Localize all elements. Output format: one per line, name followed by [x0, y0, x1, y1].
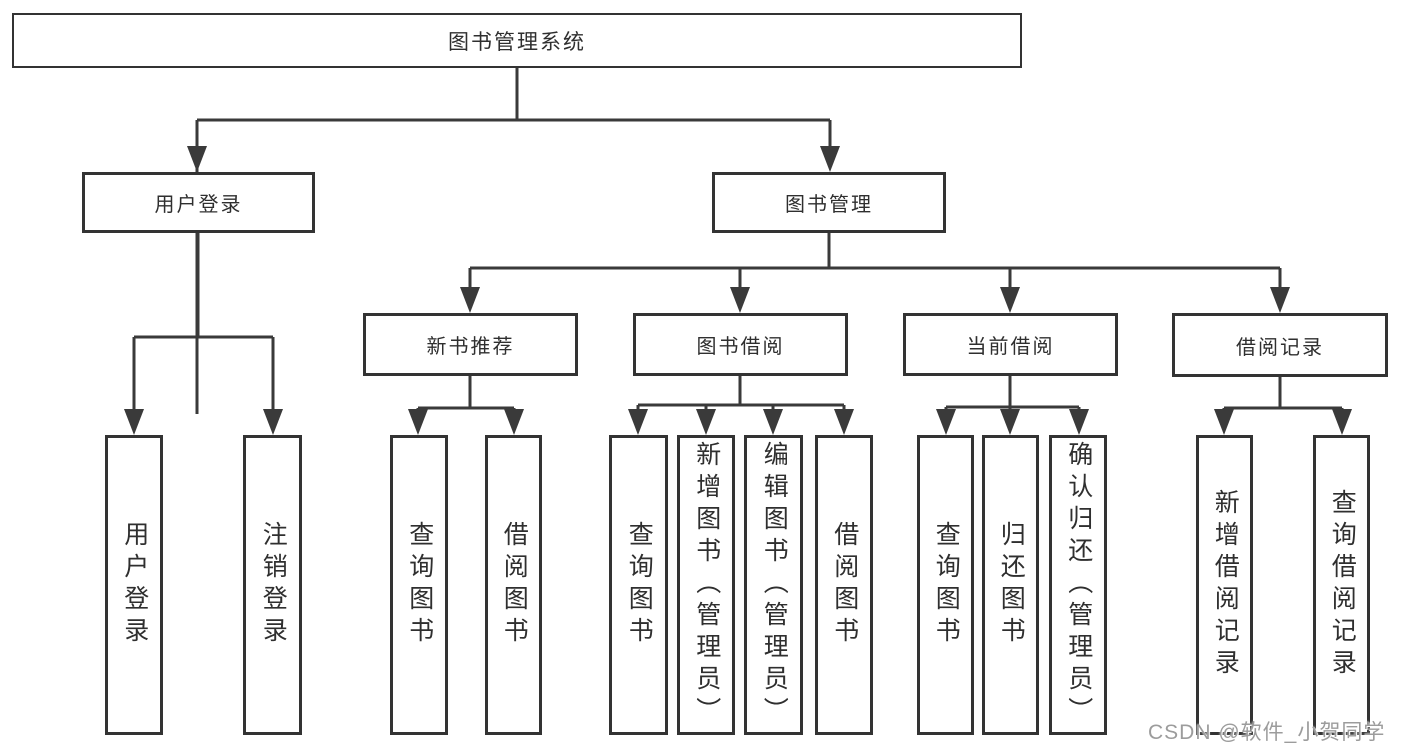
node-root: 图书管理系统 — [12, 13, 1022, 68]
leaf-query-borrow-record: 查询借阅记录 — [1313, 435, 1370, 735]
leaf-borrow-books-1-label: 借阅图书 — [500, 521, 529, 649]
edge-current-trunk — [944, 376, 1081, 414]
edge-root-left-right — [195, 120, 832, 150]
leaf-return-books-label: 归还图书 — [997, 521, 1026, 649]
leaf-return-books: 归还图书 — [982, 435, 1039, 735]
node-root-label: 图书管理系统 — [448, 30, 586, 54]
node-book-management-label: 图书管理 — [785, 194, 873, 216]
leaf-logout-label: 注销登录 — [259, 521, 288, 649]
edge-newbook-trunk — [416, 376, 516, 414]
node-book-management: 图书管理 — [712, 172, 946, 233]
leaf-user-login: 用户登录 — [105, 435, 163, 735]
leaf-logout: 注销登录 — [243, 435, 302, 735]
edge-mgmt-trunk — [468, 233, 1282, 292]
leaf-query-books-3-label: 查询图书 — [932, 521, 961, 649]
leaf-add-borrow-record: 新增借阅记录 — [1196, 435, 1253, 735]
node-borrow-record-label: 借阅记录 — [1236, 336, 1324, 359]
leaf-query-borrow-record-label: 查询借阅记录 — [1328, 489, 1357, 681]
leaf-user-login-label: 用户登录 — [120, 521, 149, 649]
leaf-add-borrow-record-label: 新增借阅记录 — [1211, 489, 1240, 681]
leaf-edit-books-admin: 编辑图书（管理员） — [744, 435, 803, 735]
node-new-book-recommend-label: 新书推荐 — [426, 336, 515, 358]
edge-borrow-trunk — [636, 376, 846, 414]
node-book-borrow: 图书借阅 — [633, 313, 848, 376]
leaf-borrow-books-1: 借阅图书 — [485, 435, 542, 735]
node-current-borrow-label: 当前借阅 — [966, 336, 1055, 358]
leaf-query-books-2-label: 查询图书 — [625, 521, 654, 649]
node-borrow-record: 借阅记录 — [1172, 313, 1388, 377]
node-book-borrow-label: 图书借阅 — [696, 336, 785, 358]
edge-userlogin-trunk — [132, 233, 275, 414]
arrowheads — [124, 146, 1352, 435]
leaf-add-books-admin-label: 新增图书（管理员） — [692, 441, 721, 729]
leaf-edit-books-admin-label: 编辑图书（管理员） — [760, 441, 789, 729]
node-current-borrow: 当前借阅 — [903, 313, 1118, 376]
leaf-borrow-books-2-label: 借阅图书 — [830, 521, 859, 649]
leaf-confirm-return-admin: 确认归还（管理员） — [1049, 435, 1107, 735]
node-user-login: 用户登录 — [82, 172, 315, 233]
node-new-book-recommend: 新书推荐 — [363, 313, 578, 376]
edge-record-trunk — [1222, 377, 1344, 414]
leaf-query-books-1-label: 查询图书 — [405, 521, 434, 649]
leaf-borrow-books-2: 借阅图书 — [815, 435, 873, 735]
leaf-query-books-1: 查询图书 — [390, 435, 448, 735]
leaf-add-books-admin: 新增图书（管理员） — [677, 435, 735, 735]
node-user-login-label: 用户登录 — [154, 194, 243, 216]
csdn-watermark: CSDN @软件_小贺同学 — [1148, 721, 1386, 744]
leaf-query-books-2: 查询图书 — [609, 435, 668, 735]
leaf-confirm-return-admin-label: 确认归还（管理员） — [1064, 441, 1093, 729]
edge-root-trunk — [195, 68, 832, 414]
leaf-query-books-3: 查询图书 — [917, 435, 974, 735]
